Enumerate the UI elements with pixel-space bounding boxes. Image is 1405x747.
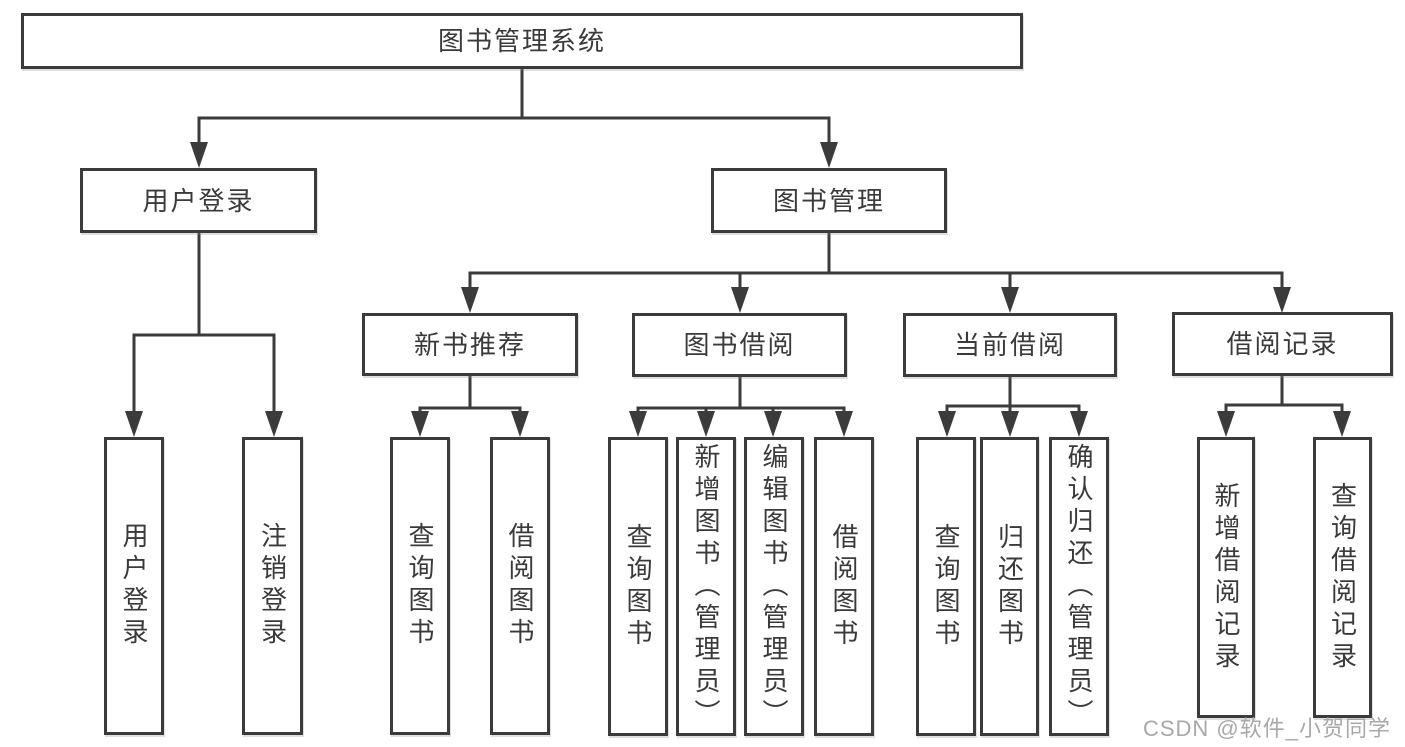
node-user-login-module: 用户登录: [80, 168, 317, 233]
leaf-user-login-label: 用户登录: [119, 522, 149, 650]
node-current-borrowing-label: 当前借阅: [953, 330, 1066, 360]
leaf-confirm-return-admin: 确认归还（管理员）: [1049, 437, 1109, 736]
leaf-borrowing-borrow-books-label: 借阅图书: [829, 522, 859, 651]
node-current-borrowing: 当前借阅: [903, 313, 1117, 377]
leaf-borrowing-query-books-label: 查询图书: [623, 522, 653, 651]
leaf-add-book-admin-label: 新增图书（管理员）: [691, 442, 721, 731]
leaf-return-books-label: 归还图书: [994, 522, 1025, 651]
node-user-login-module-label: 用户登录: [142, 185, 255, 216]
leaf-confirm-return-admin-label: 确认归还（管理员）: [1064, 442, 1094, 731]
leaf-user-login: 用户登录: [104, 437, 164, 735]
node-root-system: 图书管理系统: [21, 13, 1023, 69]
node-book-borrowing: 图书借阅: [632, 313, 847, 377]
leaf-edit-book-admin: 编辑图书（管理员）: [744, 437, 804, 736]
leaf-edit-book-admin-label: 编辑图书（管理员）: [759, 442, 789, 731]
leaf-borrowing-query-books: 查询图书: [608, 437, 668, 736]
leaf-add-book-admin: 新增图书（管理员）: [676, 437, 736, 736]
leaf-add-borrow-record: 新增借阅记录: [1197, 437, 1255, 718]
node-book-management: 图书管理: [711, 168, 947, 233]
leaf-current-query-books-label: 查询图书: [931, 522, 961, 651]
leaf-recommend-borrow-books-label: 借阅图书: [505, 522, 535, 650]
leaf-return-books: 归还图书: [980, 437, 1039, 736]
node-book-management-label: 图书管理: [772, 185, 885, 216]
node-book-borrowing-label: 图书借阅: [683, 330, 796, 360]
leaf-recommend-query-books-label: 查询图书: [405, 522, 435, 650]
leaf-logout-label: 注销登录: [257, 522, 288, 650]
node-new-book-recommend-label: 新书推荐: [413, 329, 526, 360]
node-borrowing-records: 借阅记录: [1172, 312, 1393, 376]
leaf-logout: 注销登录: [242, 437, 303, 735]
leaf-borrowing-borrow-books: 借阅图书: [814, 437, 874, 736]
leaf-recommend-borrow-books: 借阅图书: [490, 437, 550, 735]
leaf-recommend-query-books: 查询图书: [390, 437, 450, 735]
leaf-query-borrow-record: 查询借阅记录: [1313, 437, 1372, 718]
leaf-current-query-books: 查询图书: [916, 437, 976, 736]
node-new-book-recommend: 新书推荐: [362, 313, 578, 376]
node-root-system-label: 图书管理系统: [437, 26, 606, 56]
csdn-watermark: CSDN @软件_小贺同学: [1142, 716, 1391, 741]
node-borrowing-records-label: 借阅记录: [1226, 329, 1339, 359]
leaf-add-borrow-record-label: 新增借阅记录: [1211, 481, 1241, 674]
leaf-query-borrow-record-label: 查询借阅记录: [1327, 481, 1358, 674]
